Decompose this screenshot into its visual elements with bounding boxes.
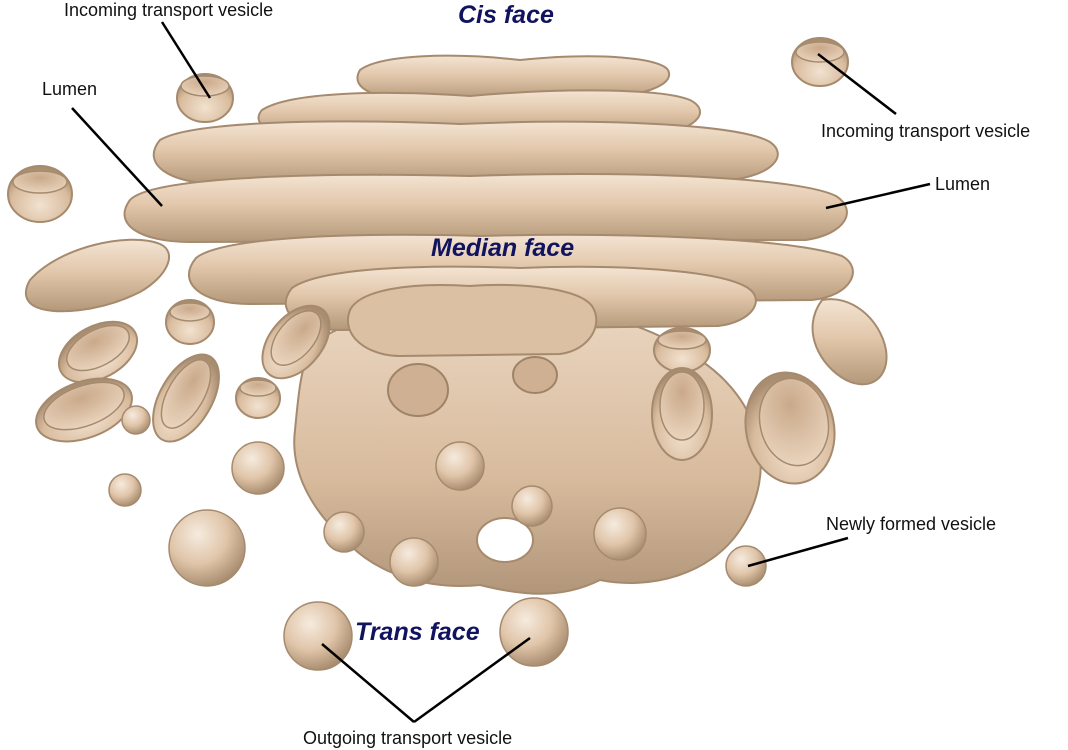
leader-line-newly-formed [747, 536, 849, 568]
flattened-vesicle [57, 320, 139, 384]
flattened-vesicle [744, 371, 836, 485]
sphere-vesicle [389, 537, 439, 587]
label-outgoing-vesicle: Outgoing transport vesicle [303, 728, 513, 748]
label-incoming-vesicle-top: Incoming transport vesicle [64, 0, 274, 20]
outgoing-vesicle-right [499, 597, 569, 667]
outgoing-vesicle-left [283, 601, 353, 671]
face-label-trans: Trans face [355, 618, 480, 646]
sphere-vesicle [435, 441, 485, 491]
flattened-vesicle [152, 353, 220, 443]
label-newly-formed-vesicle: Newly formed vesicle [826, 514, 997, 534]
flattened-vesicle [651, 367, 713, 461]
label-lumen-right: Lumen [935, 174, 991, 194]
cup-vesicle-top [176, 73, 234, 123]
cisterna [152, 120, 779, 186]
label-lumen-left: Lumen [42, 79, 98, 99]
label-incoming-vesicle-right: Incoming transport vesicle [821, 121, 1031, 141]
cup-vesicle [165, 299, 215, 345]
network-hole [387, 363, 449, 417]
leader-line-lumen-left [71, 107, 163, 207]
sphere-vesicle [323, 511, 365, 553]
network-hole [476, 517, 534, 563]
network-hole [512, 356, 558, 394]
sphere-vesicle [511, 485, 553, 527]
face-label-cis: Cis face [458, 1, 554, 29]
sphere-vesicle [108, 473, 142, 507]
cup-vesicle [235, 377, 281, 419]
flattened-vesicle [261, 304, 331, 380]
leader-line-outgoing-right [413, 636, 531, 724]
cisterna-rim [24, 238, 171, 313]
leader-line-lumen-right [825, 182, 931, 210]
cup-vesicle-left [7, 165, 73, 223]
leader-line-incoming-right [817, 53, 897, 115]
cisterna [123, 173, 848, 244]
sphere-vesicle [593, 507, 647, 561]
leader-line-outgoing-left [321, 643, 415, 723]
newly-formed-vesicle [725, 545, 767, 587]
sphere-vesicle [231, 441, 285, 495]
flattened-vesicle [35, 377, 133, 443]
sphere-vesicle [121, 405, 151, 435]
cup-vesicle-right [791, 37, 849, 87]
leader-line-incoming-top [160, 21, 212, 99]
face-label-median: Median face [431, 234, 575, 262]
cisterna [347, 283, 598, 358]
sphere-vesicle [168, 509, 246, 587]
cup-vesicle [653, 327, 711, 373]
cisterna-rim [811, 298, 888, 386]
